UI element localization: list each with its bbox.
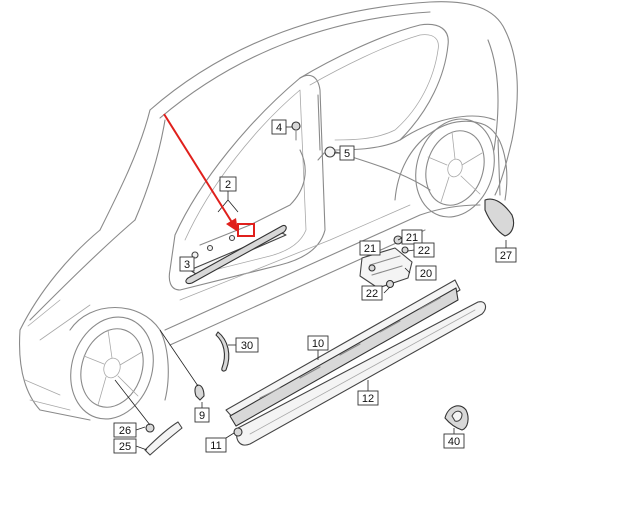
callout-9: 9 — [194, 407, 210, 423]
callout-22-b: 22 — [361, 285, 383, 301]
callout-25-label: 25 — [119, 441, 131, 453]
callout-5-label: 5 — [344, 148, 350, 160]
callout-21-a-label: 21 — [364, 243, 376, 255]
arch-trim-25 — [114, 379, 183, 456]
callout-5: 5 — [339, 145, 355, 161]
callout-21-a: 21 — [359, 240, 381, 256]
callout-25: 25 — [113, 438, 137, 454]
bracket-20 — [359, 235, 413, 289]
callout-20-label: 20 — [420, 268, 432, 280]
callout-27-label: 27 — [500, 250, 512, 262]
clip-9 — [159, 329, 205, 401]
callout-4-label: 4 — [276, 122, 282, 134]
callout-21-b-label: 21 — [406, 232, 418, 244]
callout-2: 2 — [219, 176, 237, 192]
callout-22-b-label: 22 — [366, 288, 378, 300]
callout-12-label: 12 — [362, 393, 374, 405]
callout-11: 11 — [205, 437, 227, 453]
callout-2-label: 2 — [225, 179, 231, 191]
callout-3-label: 3 — [184, 259, 190, 271]
callout-4: 4 — [271, 119, 287, 135]
callout-20: 20 — [415, 265, 437, 281]
rear-wheel — [415, 118, 495, 218]
front-wheel — [70, 316, 154, 420]
mudflap-27 — [484, 139, 515, 237]
cap-40 — [444, 405, 469, 431]
callout-11-label: 11 — [210, 440, 221, 452]
callout-10-label: 10 — [312, 338, 324, 350]
callout-12: 12 — [357, 390, 379, 406]
sill-panel-12 — [236, 301, 487, 446]
clip-11 — [233, 427, 243, 437]
callout-26: 26 — [113, 422, 137, 438]
sill-cover-10 — [225, 279, 461, 427]
callout-30: 30 — [235, 337, 259, 353]
callout-21-b: 21 — [401, 229, 423, 245]
highlight-arrow — [163, 113, 238, 232]
door-seal-part — [185, 94, 321, 285]
callout-9-label: 9 — [199, 410, 205, 422]
callout-22-a: 22 — [413, 242, 435, 258]
trim-30 — [215, 331, 230, 372]
callout-40-label: 40 — [448, 436, 460, 448]
callout-3: 3 — [179, 256, 195, 272]
callout-40: 40 — [443, 433, 465, 449]
callout-10: 10 — [307, 335, 329, 351]
car-body-outline — [19, 1, 518, 421]
callout-22-a-label: 22 — [418, 245, 430, 257]
bolt-4 — [291, 121, 301, 141]
highlight-box — [237, 223, 255, 237]
clip-5 — [317, 146, 336, 161]
callout-30-label: 30 — [241, 340, 253, 352]
callout-27: 27 — [495, 247, 517, 263]
callout-26-label: 26 — [119, 425, 131, 437]
